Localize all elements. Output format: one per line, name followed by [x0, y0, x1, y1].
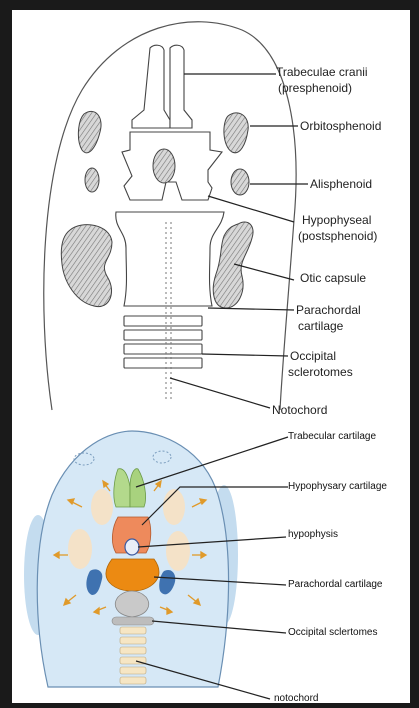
hypophysary-cartilage-shape: [112, 516, 152, 554]
leader-occipital: [151, 620, 287, 634]
orbitosphenoid-left: [77, 110, 102, 154]
label-hypophysary: Hypophysary cartilage: [288, 481, 387, 492]
leader-trabecular: [135, 436, 289, 488]
otic-blue-right: [159, 569, 176, 595]
colored-chondrocranium: Trabecular cartilage Hypophysary cartila…: [24, 430, 387, 703]
label-trabeculae-2: (presphenoid): [278, 81, 352, 95]
head-outline: [43, 21, 297, 411]
hypophysis-shape: [124, 538, 140, 556]
sclerotome-4: [123, 357, 203, 369]
alisphenoid-left: [84, 167, 100, 193]
label-occipital: Occipital sclertomes: [288, 627, 377, 638]
hypophysis-hatched: [152, 148, 176, 184]
alisphenoid-right: [230, 168, 250, 196]
leader-hypophysary: [141, 486, 288, 526]
notochord-seg-5: [119, 666, 147, 675]
occipital-sclerotome-shape: [115, 590, 149, 618]
leader-hypophyseal: [207, 195, 295, 223]
label-hypophyseal-1: Hypophyseal: [302, 213, 371, 227]
label-otic: Otic capsule: [300, 271, 366, 285]
label-parachordal-2: cartilage: [298, 319, 344, 333]
label-parachordal-1: Parachordal: [296, 303, 361, 317]
leader-otic: [233, 263, 295, 281]
orbitosphenoid-right: [223, 112, 249, 154]
otic-light-right: [166, 531, 190, 571]
parachordal-cartilage-shape: [105, 558, 160, 592]
label-occipital-2: sclerotomes: [288, 365, 353, 379]
chondrocranium-schematic: Trabeculae cranii (presphenoid) Orbitosp…: [43, 21, 381, 417]
notochord-seg-3: [119, 646, 147, 655]
dashed-oval-right: [152, 450, 172, 464]
leader-parachordal: [153, 576, 287, 586]
label-orbitosphenoid: Orbitosphenoid: [300, 119, 381, 133]
top-diagram-panel: Trabeculae cranii (presphenoid) Orbitosp…: [12, 10, 410, 425]
label-trabeculae-1: Trabeculae cranii: [276, 65, 368, 79]
leader-notochord: [169, 377, 271, 409]
notochord-seg-2: [119, 636, 147, 645]
leader-notochord: [135, 660, 271, 700]
label-hypophyseal-2: (postsphenoid): [298, 229, 377, 243]
label-parachordal: Parachordal cartilage: [288, 579, 383, 590]
notochord-seg-6: [119, 676, 147, 685]
label-notochord: Notochord: [272, 403, 327, 417]
trabecular-cartilage-shape-right: [129, 468, 146, 508]
sclerotome-2: [123, 329, 203, 341]
dashed-oval-left: [73, 452, 95, 466]
trabeculae-cranii-shape: [131, 44, 171, 129]
leader-parachordal: [207, 307, 295, 311]
label-hypophysis: hypophysis: [288, 529, 338, 540]
growth-arrows: [52, 479, 208, 615]
orbit-light-left: [91, 489, 113, 525]
label-notochord: notochord: [274, 693, 318, 703]
sclerotome-1: [123, 315, 203, 327]
otic-light-left: [68, 529, 92, 569]
leader-occipital: [201, 353, 289, 357]
label-occipital-1: Occipital: [290, 349, 336, 363]
otic-blue-left: [86, 569, 103, 595]
label-trabecular: Trabecular cartilage: [288, 431, 376, 442]
sclerotome-3: [123, 343, 203, 355]
occipital-band: [111, 616, 155, 626]
notochord-seg-1: [119, 626, 147, 635]
otic-capsule-right: [212, 221, 254, 309]
parachordal-shape: [115, 211, 225, 307]
leader-hypophysis: [137, 536, 287, 548]
otic-capsule-left: [60, 224, 113, 308]
trabeculae-cranii-shape-right: [169, 44, 193, 129]
label-alisphenoid: Alisphenoid: [310, 177, 372, 191]
bottom-diagram-panel: Trabecular cartilage Hypophysary cartila…: [12, 425, 410, 703]
orbit-light-right: [163, 489, 185, 525]
